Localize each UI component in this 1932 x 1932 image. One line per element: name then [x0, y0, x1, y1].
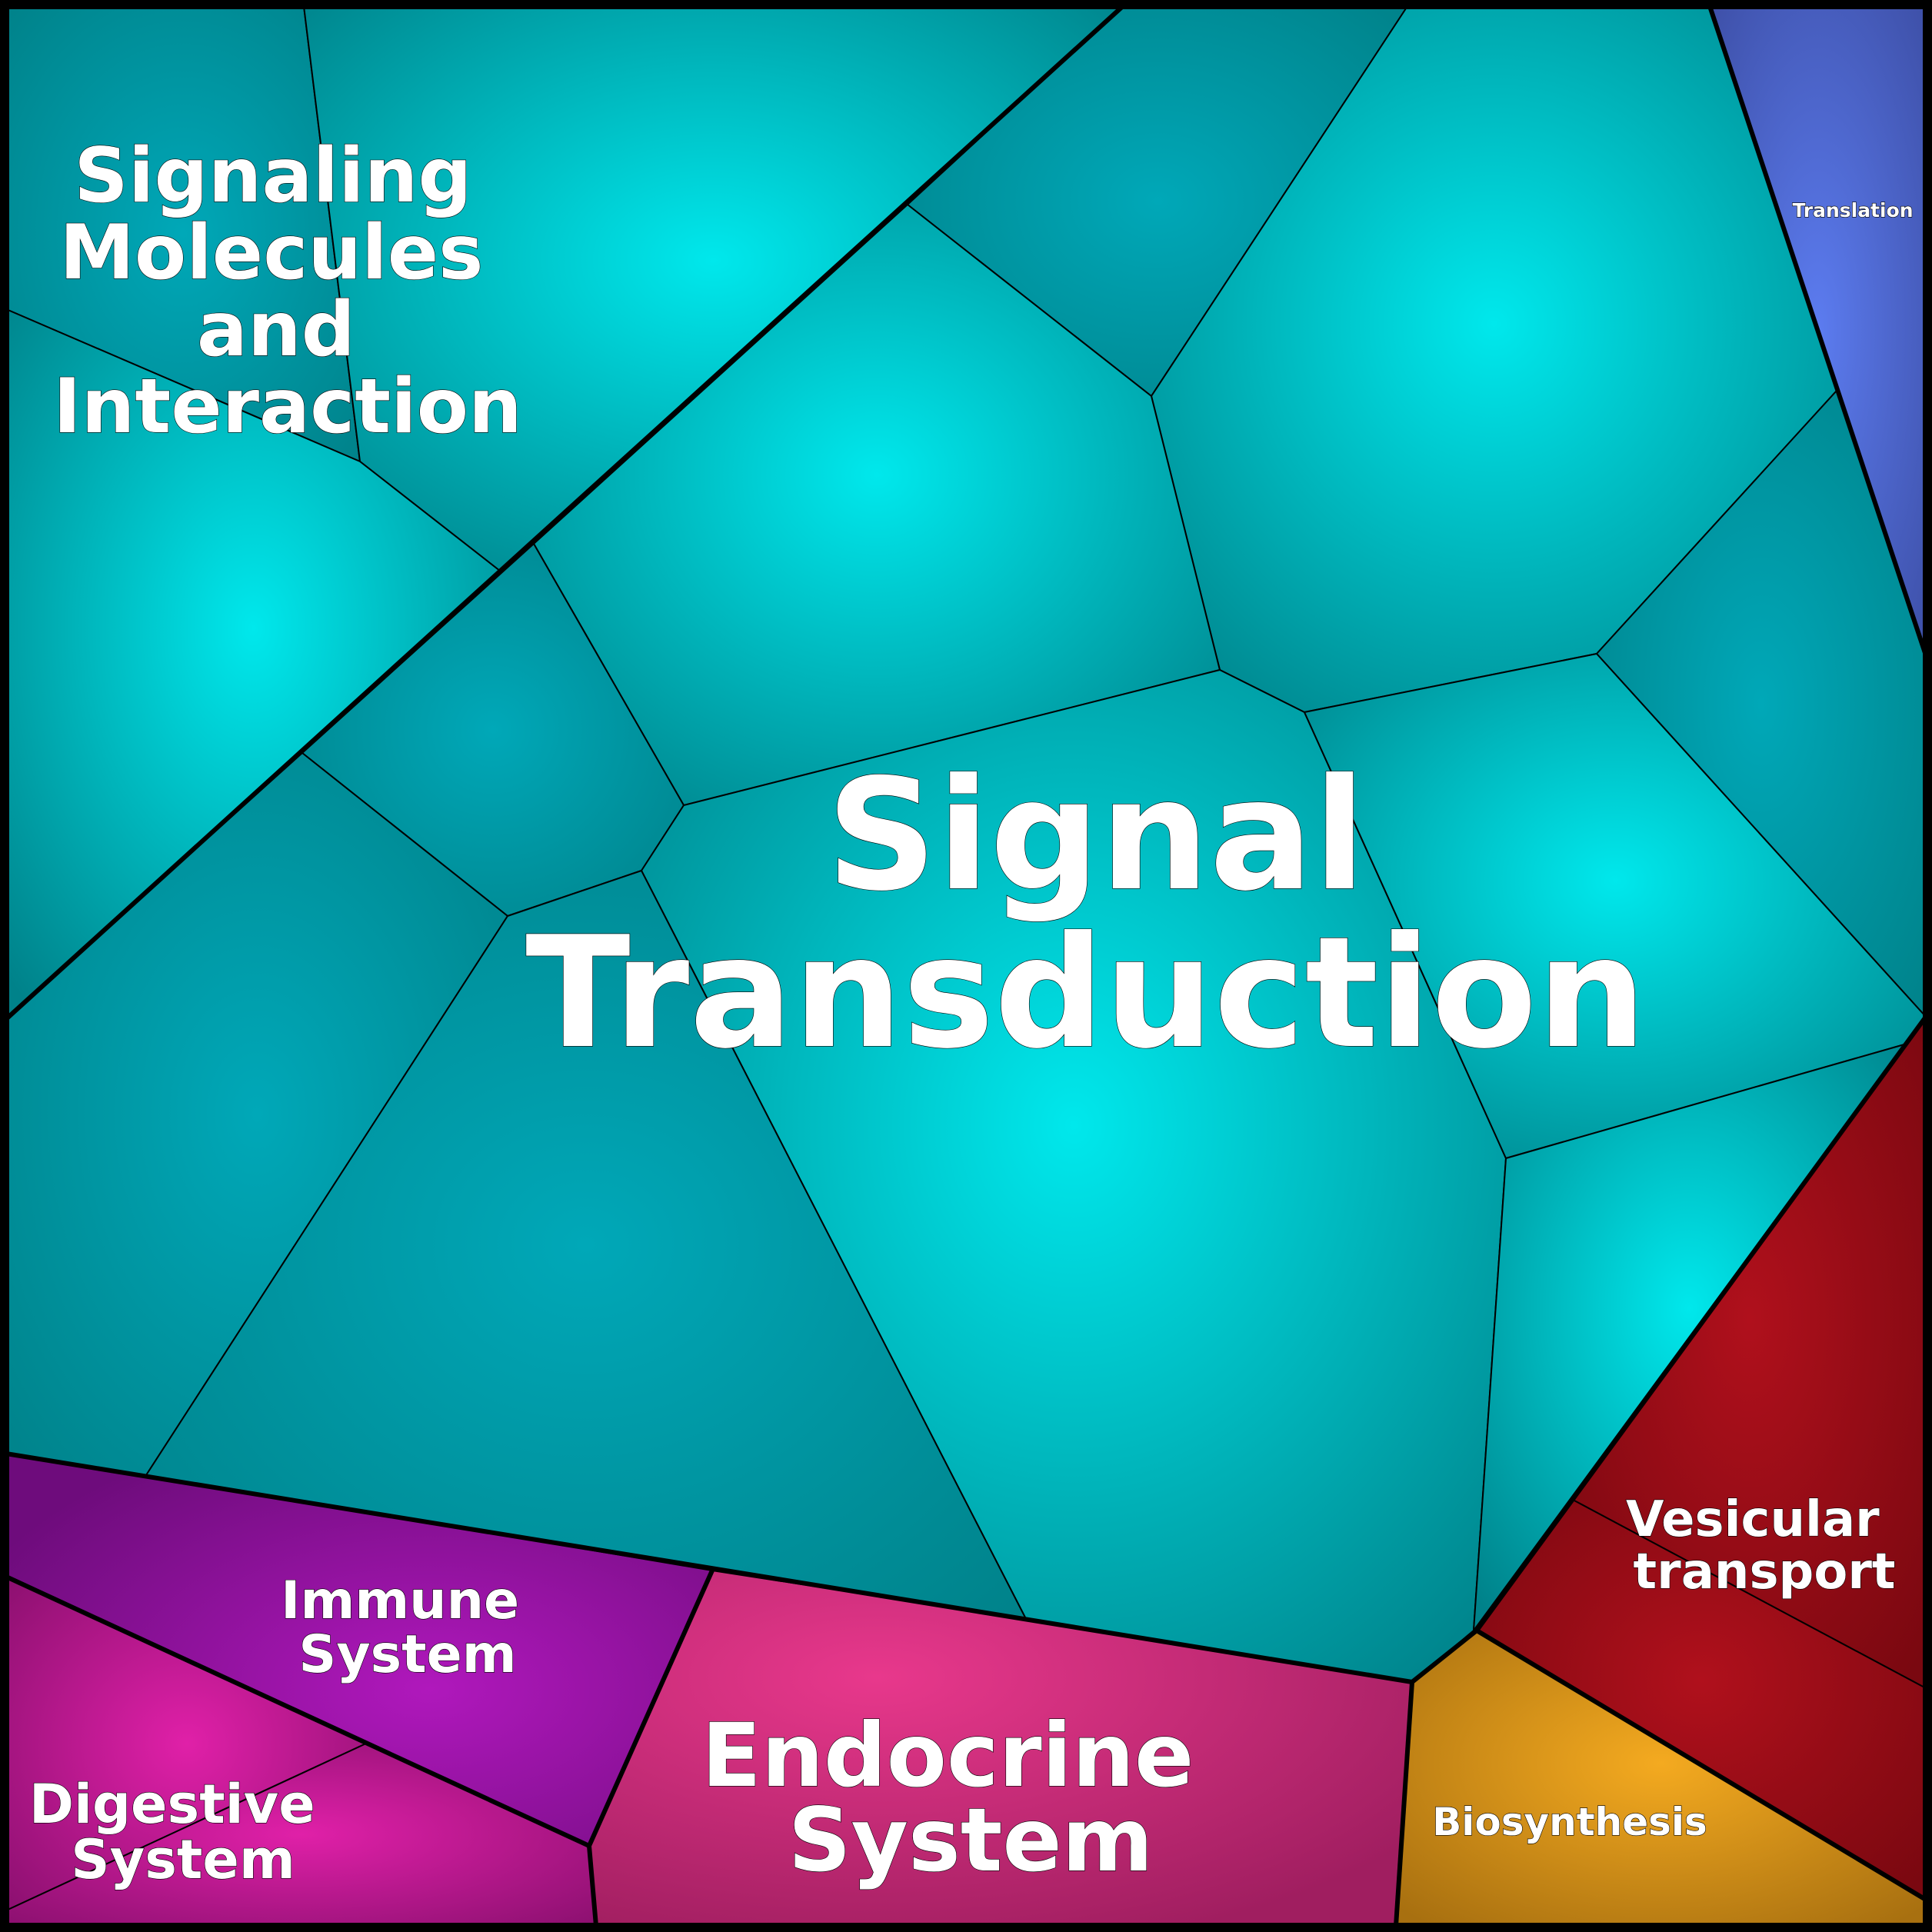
- group-borders: [4, 4, 1928, 1927]
- region-signal-transduction: [5, 5, 1927, 1683]
- label-digestive-system: Digestive System: [29, 1773, 334, 1891]
- label-immune-system: Immune System: [281, 1571, 538, 1685]
- label-translation: Translation: [1792, 199, 1913, 222]
- label-vesicular-transport: Vesicular transport: [1626, 1491, 1897, 1601]
- label-biosynthesis: Biosynthesis: [1432, 1800, 1707, 1844]
- label-signal-transduction: Signal Transduction: [525, 746, 1647, 1083]
- label-endocrine-system: Endocrine System: [701, 1704, 1224, 1891]
- label-signaling-molecules: Signaling Molecules and Interaction: [53, 132, 522, 451]
